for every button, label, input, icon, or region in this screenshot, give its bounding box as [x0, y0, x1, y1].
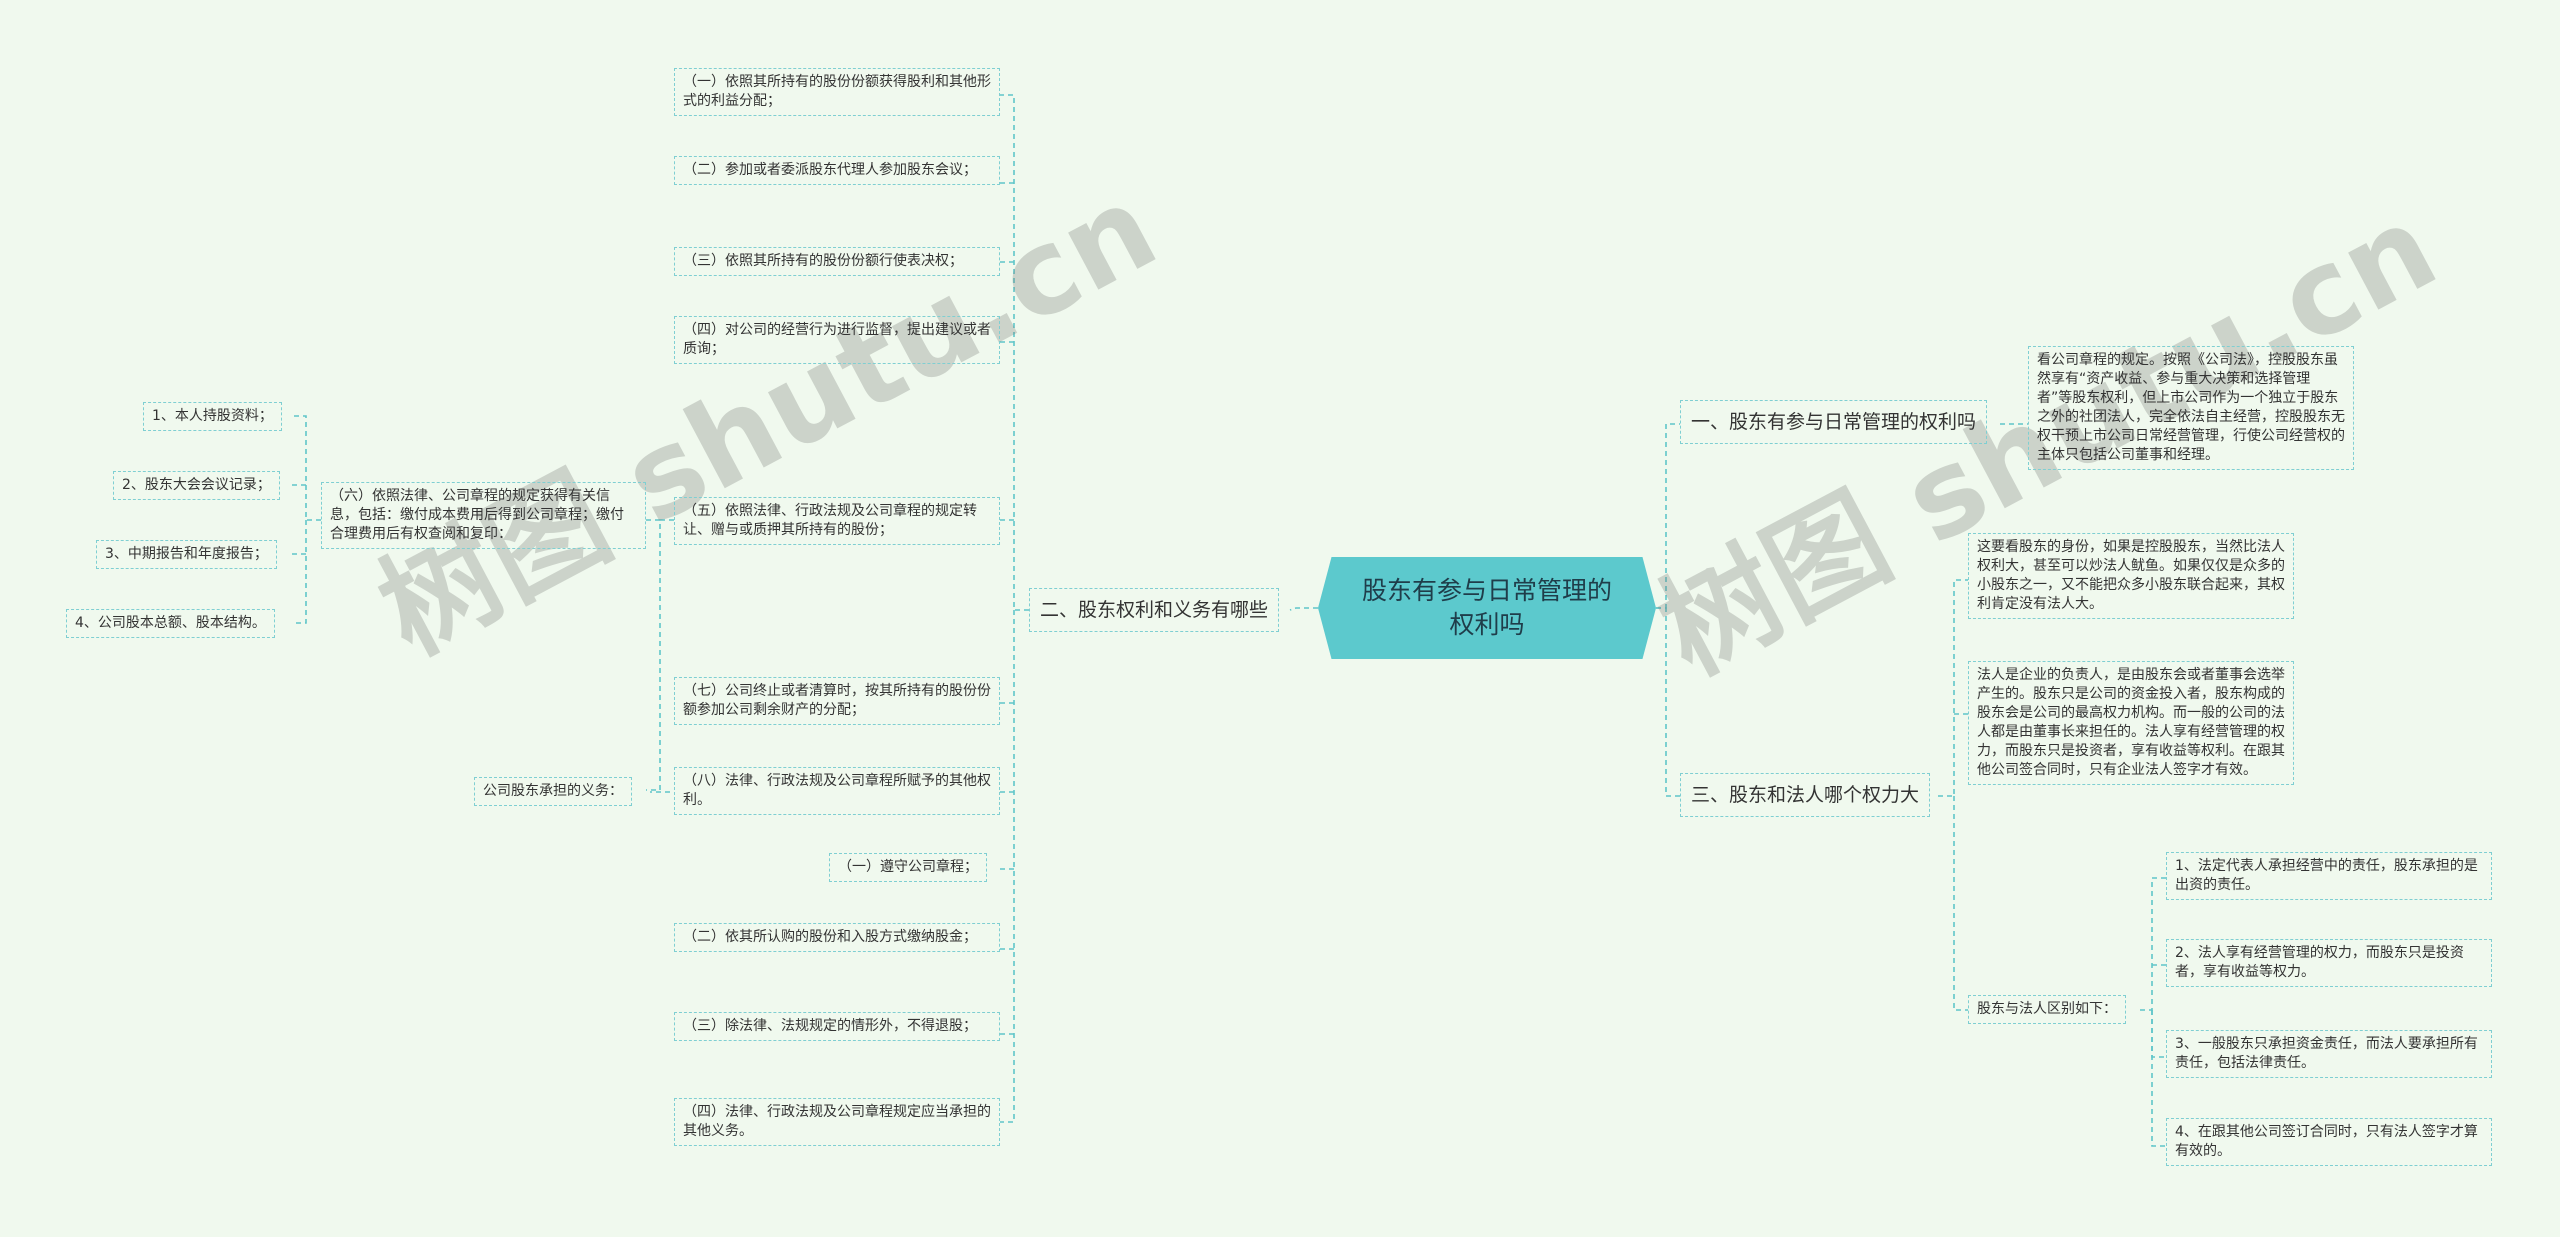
item6-child-3[interactable]: 3、中期报告和年度报告；: [96, 540, 277, 569]
obligation-2[interactable]: （二）依其所认购的股份和入股方式缴纳股金；: [674, 923, 1000, 952]
left-item-3[interactable]: （三）依照其所持有的股份份额行使表决权；: [674, 247, 1000, 276]
item6-child-4[interactable]: 4、公司股本总额、股本结构。: [66, 609, 275, 638]
left-item-6[interactable]: （六）依照法律、公司章程的规定获得有关信息，包括：缴付成本费用后得到公司章程；缴…: [321, 482, 646, 549]
left-item-5[interactable]: （五）依照法律、行政法规及公司章程的规定转让、赠与或质押其所持有的股份；: [674, 497, 1000, 545]
branch-participate-management[interactable]: 一、股东有参与日常管理的权利吗: [1680, 400, 1988, 444]
obligation-3[interactable]: （三）除法律、法规规定的情形外，不得退股；: [674, 1012, 1000, 1041]
branch3-detail-2[interactable]: 法人是企业的负责人，是由股东会或者董事会选举产生的。股东只是公司的资金投入者，股…: [1968, 661, 2294, 785]
obligations-label[interactable]: 公司股东承担的义务：: [474, 777, 632, 806]
branch-rights-obligations[interactable]: 二、股东权利和义务有哪些: [1029, 588, 1280, 632]
root-node[interactable]: 股东有参与日常管理的权利吗: [1318, 557, 1656, 659]
branch3-detail-1[interactable]: 这要看股东的身份，如果是控股股东，当然比法人权利大，甚至可以炒法人鱿鱼。如果仅仅…: [1968, 533, 2294, 619]
item6-child-1[interactable]: 1、本人持股资料；: [143, 402, 282, 431]
left-item-8[interactable]: （八）法律、行政法规及公司章程所赋予的其他权利。: [674, 767, 1000, 815]
branch1-detail[interactable]: 看公司章程的规定。按照《公司法》，控股股东虽然享有“资产收益、参与重大决策和选择…: [2028, 346, 2354, 470]
obligation-1[interactable]: （一）遵守公司章程；: [829, 853, 987, 882]
diff-item-3[interactable]: 3、一般股东只承担资金责任，而法人要承担所有责任，包括法律责任。: [2166, 1030, 2492, 1078]
left-item-2[interactable]: （二）参加或者委派股东代理人参加股东会议；: [674, 156, 1000, 185]
diff-label[interactable]: 股东与法人区别如下：: [1968, 995, 2126, 1024]
left-item-4[interactable]: （四）对公司的经营行为进行监督，提出建议或者质询；: [674, 316, 1000, 364]
item6-child-2[interactable]: 2、股东大会会议记录；: [113, 471, 280, 500]
diff-item-1[interactable]: 1、法定代表人承担经营中的责任，股东承担的是出资的责任。: [2166, 852, 2492, 900]
left-item-7[interactable]: （七）公司终止或者清算时，按其所持有的股份份额参加公司剩余财产的分配；: [674, 677, 1000, 725]
diff-item-2[interactable]: 2、法人享有经营管理的权力，而股东只是投资者，享有收益等权力。: [2166, 939, 2492, 987]
branch-shareholder-vs-legal-person[interactable]: 三、股东和法人哪个权力大: [1680, 773, 1931, 817]
diff-item-4[interactable]: 4、在跟其他公司签订合同时，只有法人签字才算有效的。: [2166, 1118, 2492, 1166]
obligation-4[interactable]: （四）法律、行政法规及公司章程规定应当承担的其他义务。: [674, 1098, 1000, 1146]
left-item-1[interactable]: （一）依照其所持有的股份份额获得股利和其他形式的利益分配；: [674, 68, 1000, 116]
